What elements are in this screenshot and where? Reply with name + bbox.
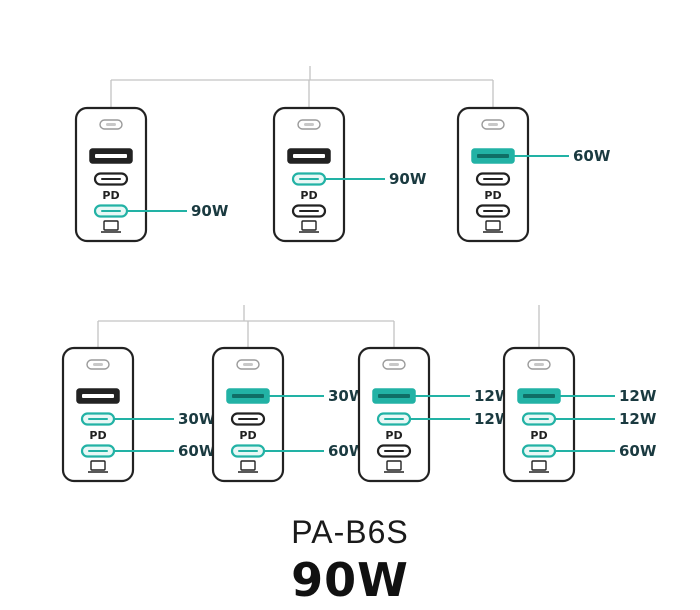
- led-indicator-icon: [236, 359, 260, 370]
- charger-config-1: PD 90W: [74, 106, 229, 243]
- pd-label: PD: [385, 429, 402, 442]
- laptop-icon: [90, 460, 106, 471]
- charger-config-2: PD 90W: [272, 106, 427, 243]
- charger-config-6: PD 12W 12W: [357, 346, 512, 483]
- model-name: PA-B6S: [291, 514, 409, 550]
- wattage-label: 60W: [178, 442, 216, 460]
- wattage-label: 12W: [619, 387, 657, 405]
- led-inner: [389, 363, 399, 366]
- usb-a-port-inner: [477, 154, 509, 158]
- led-inner: [93, 363, 103, 366]
- wattage-label: 90W: [191, 202, 229, 220]
- pd-label: PD: [530, 429, 547, 442]
- led-inner: [243, 363, 253, 366]
- led-indicator-icon: [481, 119, 505, 130]
- wattage-label: 12W: [474, 387, 512, 405]
- laptop-icon: [531, 460, 547, 471]
- usb-a-port-inner: [95, 154, 127, 158]
- charger-config-5: PD 30W 60W: [211, 346, 366, 483]
- wattage-label: 12W: [474, 410, 512, 428]
- wattage-label: 30W: [178, 410, 216, 428]
- laptop-icon: [386, 460, 402, 471]
- total-power: 90W: [291, 553, 409, 607]
- usb-a-port-inner: [293, 154, 325, 158]
- laptop-icon: [485, 220, 501, 231]
- pd-label: PD: [484, 189, 501, 202]
- charger-config-4: PD 30W 60W: [61, 346, 216, 483]
- pd-label: PD: [300, 189, 317, 202]
- charger-config-3: PD 60W: [456, 106, 611, 243]
- led-inner: [106, 123, 116, 126]
- wattage-label: 60W: [328, 442, 366, 460]
- led-indicator-icon: [86, 359, 110, 370]
- pd-label: PD: [102, 189, 119, 202]
- laptop-icon: [301, 220, 317, 231]
- usb-a-port-inner: [378, 394, 410, 398]
- wattage-label: 90W: [389, 170, 427, 188]
- led-inner: [534, 363, 544, 366]
- wattage-label: 60W: [573, 147, 611, 165]
- usb-a-port-inner: [232, 394, 264, 398]
- usb-a-port-inner: [523, 394, 555, 398]
- led-indicator-icon: [297, 119, 321, 130]
- laptop-icon: [240, 460, 256, 471]
- pd-label: PD: [89, 429, 106, 442]
- led-indicator-icon: [527, 359, 551, 370]
- wattage-label: 60W: [619, 442, 657, 460]
- led-indicator-icon: [99, 119, 123, 130]
- wattage-label: 12W: [619, 410, 657, 428]
- charger-config-7: PD 12W 12W 60W: [502, 346, 657, 483]
- pd-label: PD: [239, 429, 256, 442]
- led-inner: [304, 123, 314, 126]
- laptop-icon: [103, 220, 119, 231]
- wattage-label: 30W: [328, 387, 366, 405]
- led-inner: [488, 123, 498, 126]
- usb-a-port-inner: [82, 394, 114, 398]
- led-indicator-icon: [382, 359, 406, 370]
